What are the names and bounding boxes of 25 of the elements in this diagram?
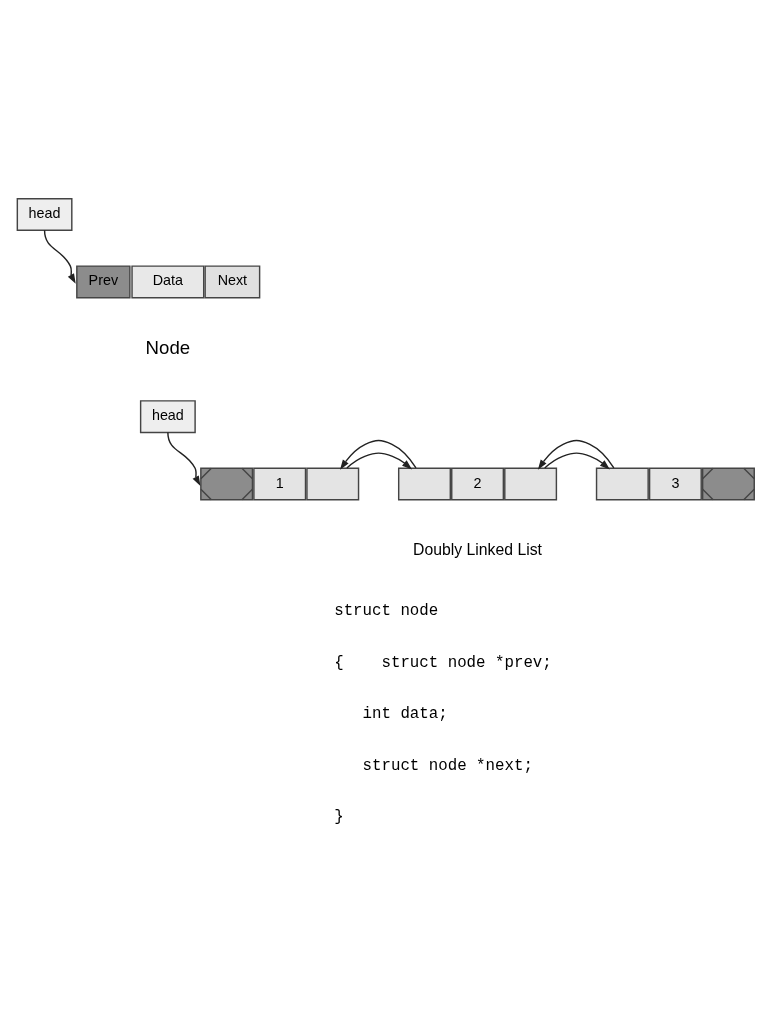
node-box <box>398 467 452 501</box>
node-box: 3 <box>648 467 702 501</box>
node-box <box>595 467 649 501</box>
node-box: Prev <box>76 265 131 299</box>
label: struct node <box>334 601 439 620</box>
arrow <box>340 439 417 470</box>
node-box <box>306 467 360 501</box>
node-box: head <box>139 400 196 434</box>
arrow <box>537 439 615 470</box>
label: { struct node *prev; <box>334 653 552 672</box>
arrow <box>43 229 76 284</box>
node-box: 1 <box>253 467 307 501</box>
label: Doubly Linked List <box>413 541 542 559</box>
label: } <box>334 808 344 827</box>
node-box: head <box>16 198 73 231</box>
arrow <box>544 452 610 470</box>
label: Node <box>145 337 191 359</box>
label: int data; <box>362 705 448 724</box>
node-box <box>504 467 558 501</box>
label: struct node *next; <box>362 756 533 775</box>
node-box: Data <box>131 265 205 299</box>
arrow <box>167 431 201 486</box>
arrow <box>346 452 413 470</box>
node-box: 2 <box>451 467 505 501</box>
node-box: Next <box>204 265 261 299</box>
